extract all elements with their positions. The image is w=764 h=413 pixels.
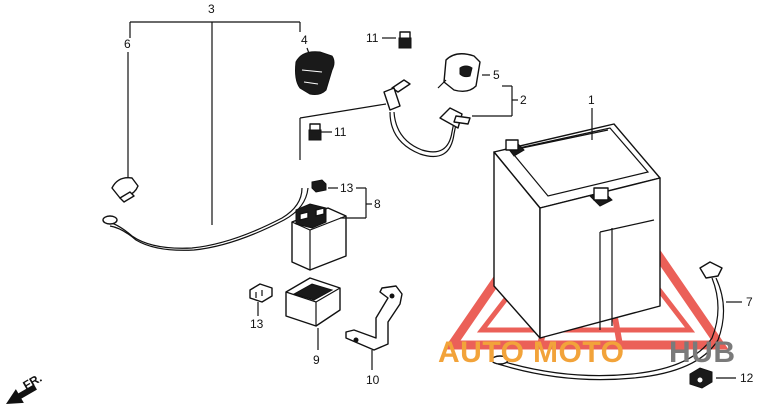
battery-part-1 <box>493 123 661 339</box>
callout-13-top: 13 <box>340 181 354 195</box>
ground-cable-part-6 <box>102 177 309 251</box>
callout-11-mid: 11 <box>334 125 347 139</box>
terminal-cover-part-5 <box>437 53 481 93</box>
callout-8: 8 <box>374 197 381 211</box>
callout-6: 6 <box>124 37 131 51</box>
callout-10: 10 <box>366 373 380 387</box>
callout-7: 7 <box>746 295 753 309</box>
callout-3-leader <box>129 21 301 225</box>
callout-9: 9 <box>313 353 320 367</box>
bolt-part-11-mid <box>308 123 322 141</box>
relay-holder-part-9 <box>285 277 341 327</box>
front-direction-arrow <box>6 384 37 404</box>
callout-2: 2 <box>520 93 527 107</box>
callout-3: 3 <box>208 2 215 16</box>
callout-1: 1 <box>588 93 595 107</box>
bracket-part-10 <box>345 285 403 351</box>
watermark-auto: AUTO <box>438 336 524 369</box>
callout-2-bracket <box>472 85 518 117</box>
starter-relay-part-8 <box>291 203 347 271</box>
negative-cable-part-7 <box>491 261 725 381</box>
leader-3-link <box>299 103 387 119</box>
callout-13-lower: 13 <box>250 317 264 331</box>
bolt-part-11-top <box>398 31 412 49</box>
positive-cable-part-3 <box>383 79 471 158</box>
callout-11-top: 11 <box>366 31 379 45</box>
watermark-moto: MOTO <box>533 336 624 369</box>
watermark-hub: HUB <box>669 336 736 369</box>
callout-12: 12 <box>740 371 754 385</box>
callout-5: 5 <box>493 68 500 82</box>
callout-8-bracket <box>328 187 372 219</box>
front-direction-label: FR. <box>21 371 45 393</box>
callout-4: 4 <box>301 33 308 47</box>
nut-part-12 <box>689 367 713 389</box>
terminal-cover-part-4 <box>295 51 335 95</box>
fuse-part-13-top <box>311 179 327 193</box>
watermark-text: AUTO MOTO HUB <box>438 336 736 369</box>
fuse-part-13-lower <box>249 283 273 303</box>
